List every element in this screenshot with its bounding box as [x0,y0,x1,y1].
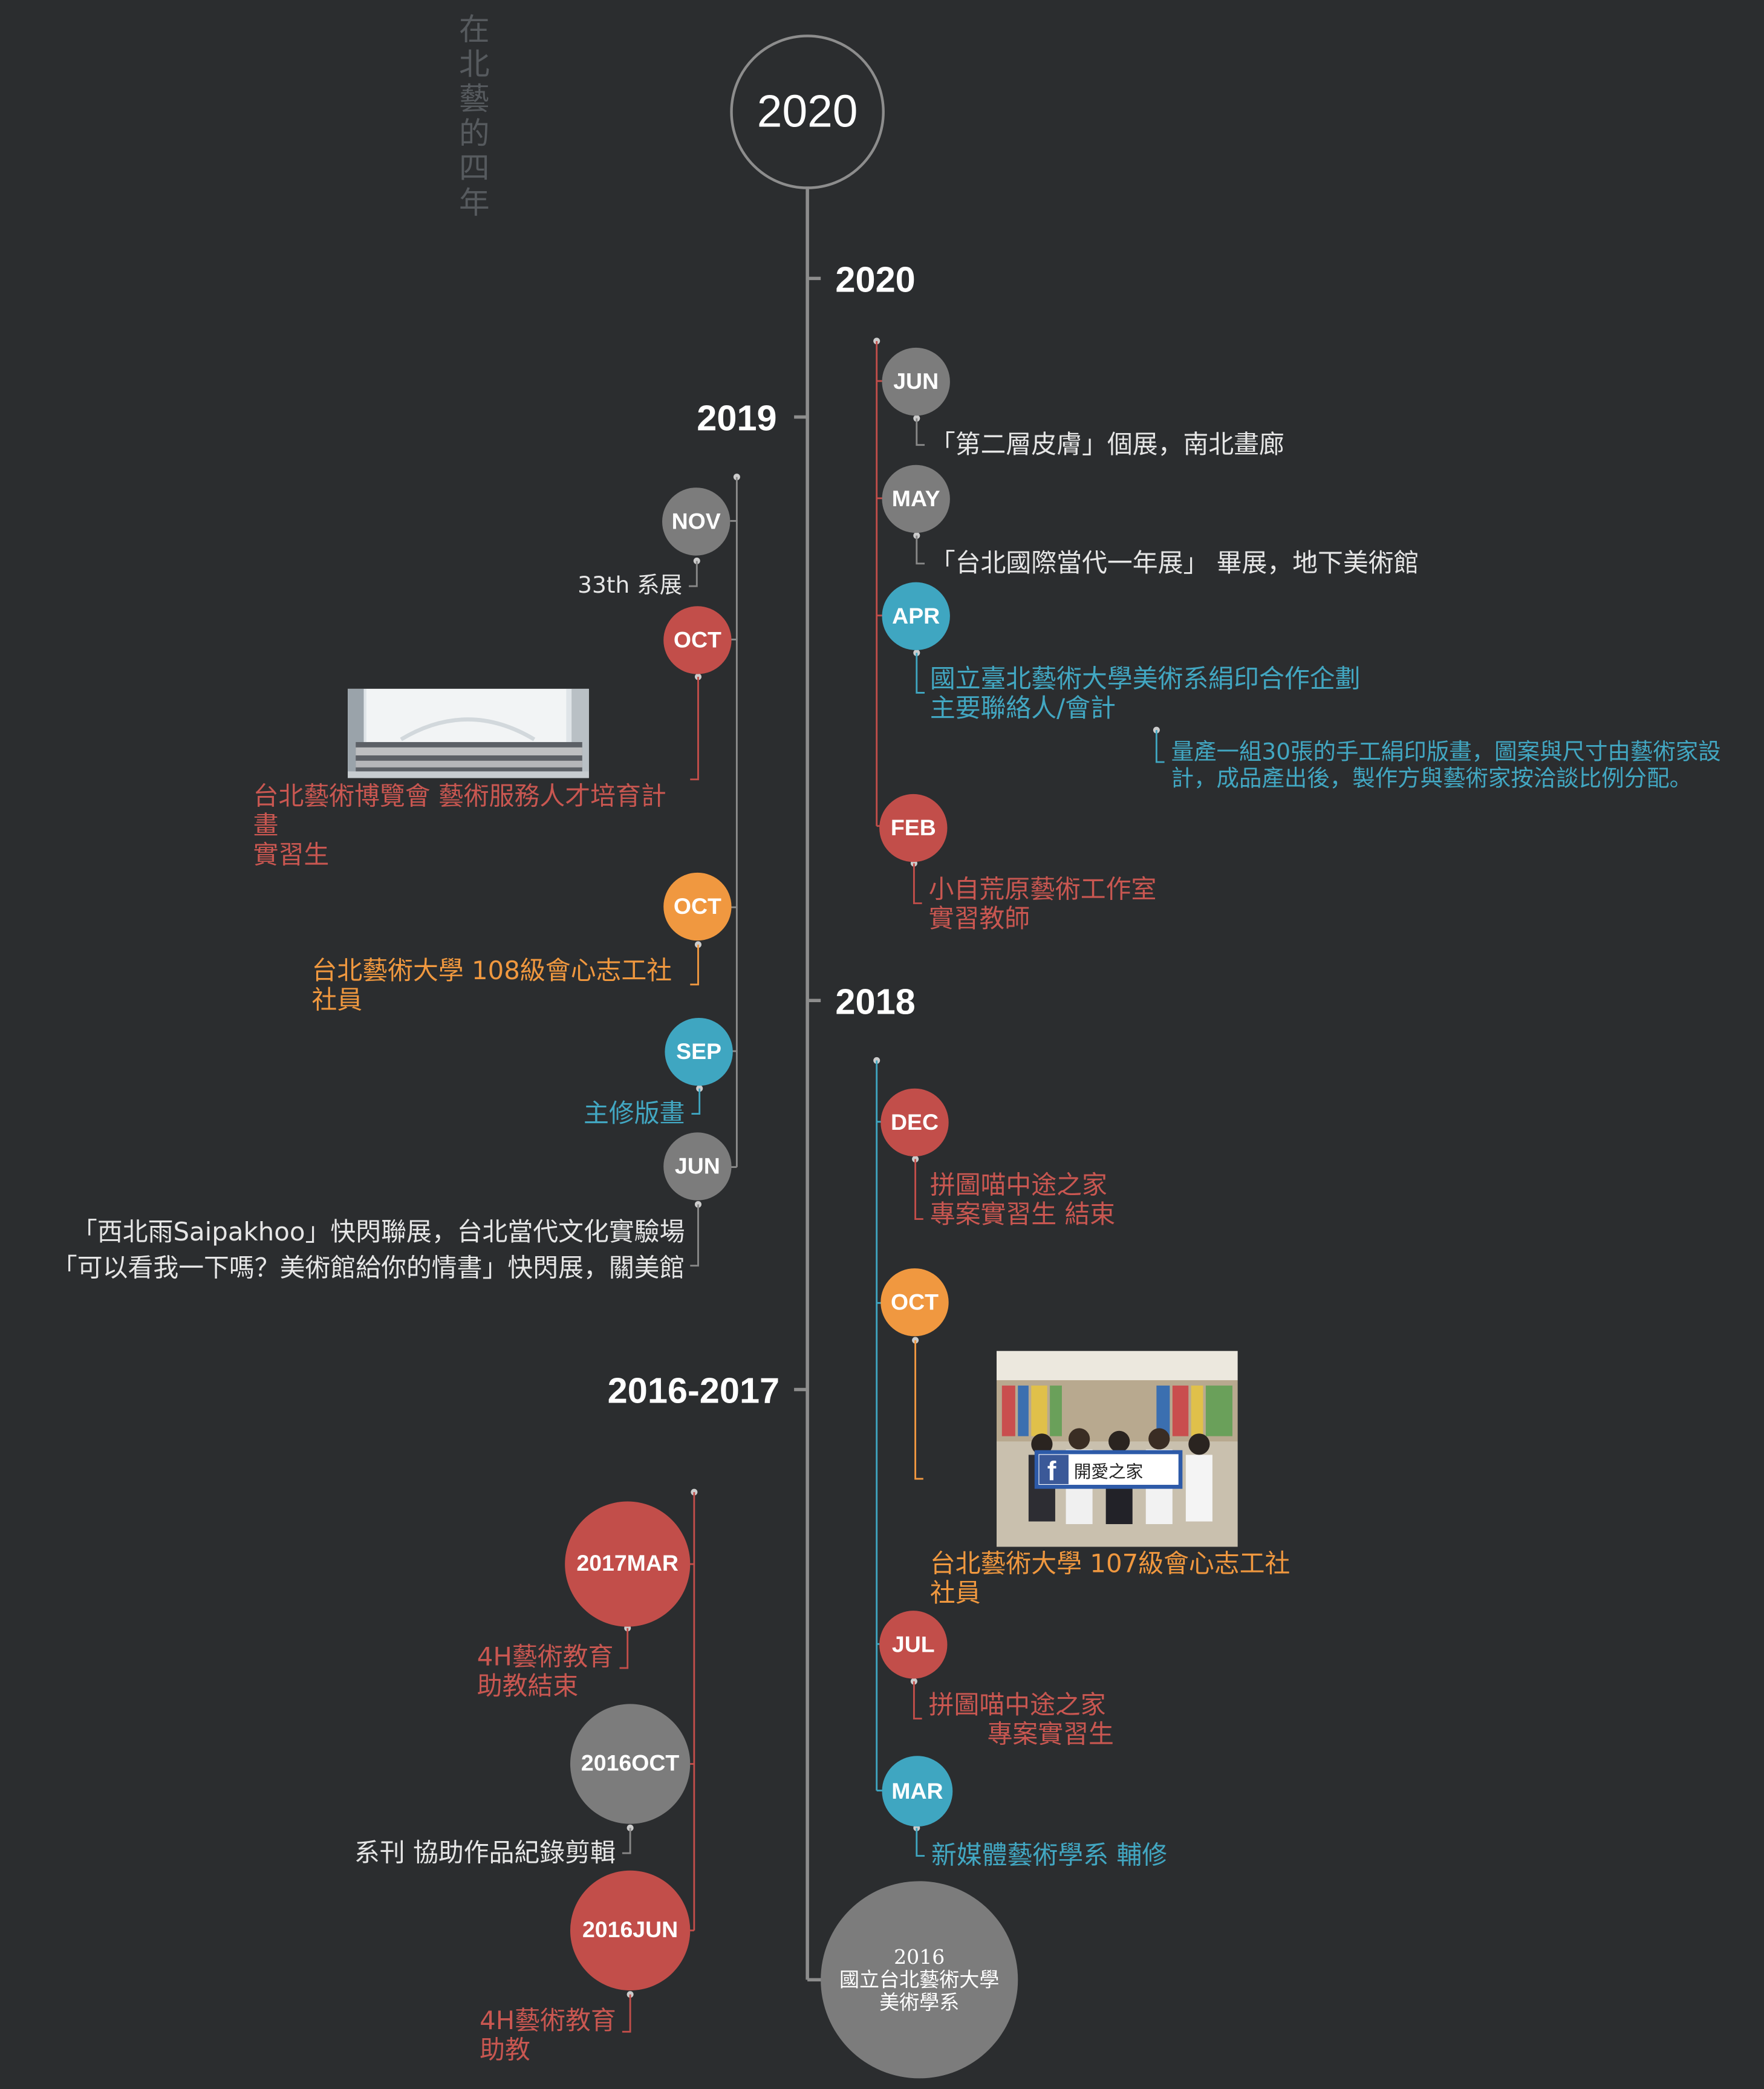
event-text-2018-mar: 新媒體藝術學系 輔修 [931,1841,1167,1870]
event-node-2016-jun[interactable]: 2016JUN [570,1870,691,1990]
event-line: 「第二層皮膚」個展，南北畫廊 [929,430,1284,460]
year-label-2018: 2018 [835,982,916,1022]
event-line: 「台北國際當代一年展」 畢展，地下美術館 [929,549,1419,579]
node-label: OCT [673,627,721,653]
event-node-2016-oct[interactable]: 2016OCT [570,1704,691,1824]
event-text-2020-feb: 小自荒原藝術工作室 實習教師 [929,875,1157,934]
event-line: 實習教師 [928,904,1030,934]
event-line: 台北藝術大學 108級會心志工社 [311,956,672,986]
event-node-2020-apr[interactable]: APR [882,582,950,650]
event-text-2019-oct-orange: 台北藝術大學 108級會心志工社 社員 [312,957,672,1015]
node-label: JUN [674,1153,720,1179]
photo-sign-text: 開愛之家 [1074,1461,1144,1482]
event-text-2018-jul: 拼圖喵中途之家 專案實習生 [929,1690,1114,1749]
event-node-2018-jul[interactable]: JUL [879,1611,948,1679]
event-text-2019-nov: 33th 系展 [533,572,682,601]
node-label: 2016JUN [582,1917,679,1943]
event-line: 專案實習生 [987,1719,1114,1750]
event-line: 社員 [311,986,363,1015]
node-label: OCT [673,893,721,919]
event-node-2018-oct[interactable]: OCT [880,1268,949,1337]
event-node-2020-jun[interactable]: JUN [882,347,950,416]
node-label: APR [892,602,940,628]
event-text-2018-dec: 拼圖喵中途之家 專案實習生 結束 [930,1171,1115,1230]
event-line: 實習生 [253,840,330,870]
note-line: 量產一組30張的手工絹印版畫，圖案與尺寸由藝術家設 [1171,739,1721,766]
event-line: 台北藝術大學 107級會心志工社 [929,1549,1290,1579]
event-line: 台北藝術博覽會 藝術服務人才培育計 [253,782,666,812]
node-label: 2017MAR [576,1551,679,1576]
event-text-2019-sep: 主修版畫 [506,1099,685,1128]
event-line: 社員 [929,1579,981,1608]
event-line: 助教 [480,2035,530,2065]
event-line: 新媒體藝術學系 輔修 [931,1841,1168,1871]
photo-art-fair [348,688,589,778]
origin-circle: 2016 國立台北藝術大學 美術學系 [821,1881,1018,2079]
event-text-2018-oct: 台北藝術大學 107級會心志工社 社員 [930,1550,1290,1608]
event-text-2019-oct-red: 台北藝術博覽會 藝術服務人才培育計 畫 實習生 [253,782,666,870]
top-year-label: 2020 [757,86,858,137]
photo-cat-shelter: f 開愛之家 [996,1351,1238,1547]
event-node-2018-mar[interactable]: MAR [882,1756,953,1827]
event-line: 拼圖喵中途之家 [928,1690,1106,1720]
origin-year: 2016 [894,1944,945,1969]
photo-cat-shelter-image: f 開愛之家 [996,1351,1238,1547]
event-line: 「西北雨Saipakhoo」快閃聯展，台北當代文化實驗場 [72,1217,685,1247]
event-line: 4H藝術教育 [477,1643,614,1672]
node-label: OCT [890,1289,939,1315]
event-text-2020-apr: 國立臺北藝術大學美術系絹印合作企劃 主要聯絡人/會計 [930,665,1361,723]
event-node-2020-feb[interactable]: FEB [879,794,948,862]
event-text-2020-may: 「台北國際當代一年展」 畢展，地下美術館 [930,549,1419,578]
year-label-2019: 2019 [697,398,777,438]
event-line: 33th 系展 [578,573,683,600]
node-label: MAR [891,1778,943,1804]
event-node-2019-nov[interactable]: NOV [662,487,731,556]
event-line: 4H藝術教育 [480,2006,616,2036]
note-line: 計，成品產出後，製作方與藝術家按洽談比例分配。 [1171,766,1693,793]
event-line: 國立臺北藝術大學美術系絹印合作企劃 [929,665,1361,694]
event-node-2018-dec[interactable]: DEC [880,1088,949,1157]
event-text-2016-oct: 系刊 協助作品紀錄剪輯 [320,1839,616,1868]
event-node-2017-mar[interactable]: 2017MAR [565,1501,691,1627]
node-label: JUL [891,1631,935,1657]
event-line: 小自荒原藝術工作室 [928,875,1157,905]
origin-dept: 美術學系 [879,1989,960,2014]
event-line: 專案實習生 結束 [929,1200,1116,1230]
node-label: 2016OCT [581,1750,680,1776]
event-line: 主修版畫 [583,1099,685,1129]
event-note-2020-apr: 量產一組30張的手工絹印版畫，圖案與尺寸由藝術家設 計，成品產出後，製作方與藝術… [1171,740,1721,793]
event-node-2019-oct-red[interactable]: OCT [663,606,732,674]
event-line: 「可以看我一下嗎？美術館給你的情書」快閃展，關美館 [51,1253,685,1283]
year-label-2020: 2020 [835,259,916,300]
year-label-2016-2017: 2016-2017 [607,1370,780,1411]
node-label: NOV [671,508,721,534]
event-text-2017-mar: 4H藝術教育 助教結束 [477,1643,614,1701]
event-line: 拼圖喵中途之家 [929,1171,1107,1201]
event-node-2019-sep[interactable]: SEP [665,1017,733,1086]
event-line: 主要聯絡人/會計 [929,694,1116,724]
node-label: DEC [890,1109,939,1135]
top-year-circle: 2020 [730,34,885,189]
node-label: MAY [891,485,940,511]
event-node-2019-jun[interactable]: JUN [663,1132,732,1201]
node-label: JUN [893,368,939,394]
event-line: 助教結束 [477,1672,579,1701]
origin-school: 國立台北藝術大學 [839,1967,1000,1992]
event-line: 系刊 協助作品紀錄剪輯 [354,1838,616,1868]
node-label: FEB [890,815,936,840]
event-text-2020-jun: 「第二層皮膚」個展，南北畫廊 [930,431,1284,460]
photo-art-fair-image [348,688,589,778]
event-node-2020-may[interactable]: MAY [882,464,950,533]
side-title: 在北藝的四年 [459,13,490,221]
node-label: SEP [676,1038,722,1064]
event-line: 畫 [253,811,279,841]
event-text-2016-jun: 4H藝術教育 助教 [480,2006,616,2065]
event-node-2019-oct-orange[interactable]: OCT [663,872,732,941]
event-text-2019-jun: 「西北雨Saipakhoo」快閃聯展，台北當代文化實驗場 「可以看我一下嗎？美術… [13,1215,685,1287]
svg-text:f: f [1047,1456,1056,1486]
